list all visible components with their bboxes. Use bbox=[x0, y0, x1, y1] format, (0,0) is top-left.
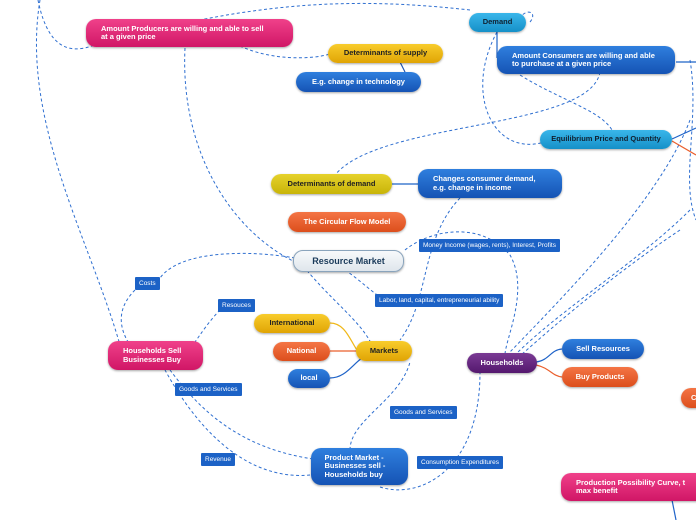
connector-line bbox=[36, 0, 121, 346]
international-node[interactable]: International bbox=[254, 314, 330, 333]
markets-text: Markets bbox=[369, 345, 399, 355]
goods-services-label-2: Goods and Services bbox=[390, 406, 457, 419]
cut-off-orange-text: C bbox=[691, 392, 696, 402]
amount-consumers-text: Amount Consumers are willing and able to… bbox=[512, 50, 655, 68]
demand-node[interactable]: Demand bbox=[469, 13, 526, 32]
connector-line bbox=[299, 261, 373, 346]
determinants-supply-node[interactable]: Determinants of supply bbox=[328, 44, 443, 63]
connector-line bbox=[329, 322, 358, 351]
connector-line bbox=[37, 0, 96, 50]
circular-flow-node[interactable]: The Circular Flow Model bbox=[288, 212, 406, 232]
determinants-demand-node[interactable]: Determinants of demand bbox=[271, 174, 392, 194]
connector-line bbox=[671, 499, 677, 520]
connector-line bbox=[514, 209, 691, 356]
connector-line bbox=[482, 31, 561, 145]
amount-producers-text: Amount Producers are willing and able to… bbox=[101, 23, 264, 41]
connector-line bbox=[334, 71, 601, 176]
national-text: National bbox=[286, 346, 317, 356]
connector-line bbox=[519, 229, 681, 357]
connector-line bbox=[239, 45, 331, 59]
buy-products-text: Buy Products bbox=[575, 371, 625, 381]
connector-line bbox=[404, 231, 519, 356]
resource-market-text: Resource Market bbox=[312, 255, 385, 266]
connector-line bbox=[689, 59, 696, 221]
connector-line bbox=[194, 309, 221, 343]
ppc-node[interactable]: Production Possibility Curve, t max bene… bbox=[561, 473, 696, 501]
connector-line bbox=[399, 197, 461, 341]
connector-line bbox=[514, 11, 534, 31]
changes-consumer-demand-text: Changes consumer demand, e.g. change in … bbox=[433, 174, 536, 192]
connector-line bbox=[671, 127, 696, 140]
connector-line bbox=[535, 348, 563, 363]
equilibrium-text: Equilibrium Price and Quantity bbox=[551, 134, 661, 144]
amount-consumers-node[interactable]: Amount Consumers are willing and able to… bbox=[497, 46, 675, 74]
connector-line bbox=[349, 361, 411, 451]
amount-producers-node[interactable]: Amount Producers are willing and able to… bbox=[86, 19, 293, 47]
local-text: local bbox=[300, 373, 318, 383]
connector-line bbox=[379, 371, 481, 491]
households-node[interactable]: Households bbox=[467, 353, 537, 373]
connector-line bbox=[399, 61, 406, 73]
cut-off-orange-node[interactable]: C bbox=[681, 388, 696, 408]
markets-node[interactable]: Markets bbox=[356, 341, 412, 361]
households-sell-node[interactable]: Households Sell Businesses Buy bbox=[108, 341, 203, 370]
costs-label: Costs bbox=[135, 277, 160, 290]
connector-line bbox=[120, 289, 136, 346]
connector-line bbox=[199, 2, 471, 21]
connector-line bbox=[535, 364, 563, 378]
circular-flow-text: The Circular Flow Model bbox=[303, 216, 391, 226]
connector-line bbox=[184, 47, 296, 263]
equilibrium-node[interactable]: Equilibrium Price and Quantity bbox=[540, 130, 672, 149]
changes-consumer-demand-node[interactable]: Changes consumer demand, e.g. change in … bbox=[418, 169, 562, 198]
connector-line bbox=[329, 357, 363, 379]
local-node[interactable]: local bbox=[288, 369, 330, 388]
connector-line bbox=[159, 252, 296, 279]
households-text: Households bbox=[480, 357, 524, 367]
determinants-supply-text: Determinants of supply bbox=[343, 48, 428, 58]
goods-services-label: Goods and Services bbox=[175, 383, 242, 396]
resouces-label: Resouces bbox=[218, 299, 255, 312]
consumption-label: Consumption Expenditures bbox=[417, 456, 504, 469]
money-income-label: Money Income (wages, rents), Interest, P… bbox=[419, 239, 560, 252]
resource-market-node[interactable]: Resource Market bbox=[293, 250, 404, 272]
sell-resources-node[interactable]: Sell Resources bbox=[562, 339, 644, 359]
eg-technology-text: E.g. change in technology bbox=[312, 76, 405, 86]
connector-line bbox=[509, 119, 691, 353]
determinants-demand-text: Determinants of demand bbox=[287, 178, 376, 188]
connector-line bbox=[164, 369, 311, 476]
national-node[interactable]: National bbox=[273, 342, 330, 361]
product-market-text: Product Market -Businesses sell -Househo… bbox=[324, 452, 386, 479]
ppc-text: Production Possibility Curve, t max bene… bbox=[576, 477, 686, 495]
connector-line bbox=[519, 74, 613, 131]
labor-label: Labor, land, capital, entrepreneurial ab… bbox=[375, 294, 504, 307]
international-text: International bbox=[269, 318, 315, 328]
eg-technology-node[interactable]: E.g. change in technology bbox=[296, 72, 421, 92]
connector-line bbox=[671, 140, 696, 156]
buy-products-node[interactable]: Buy Products bbox=[562, 367, 638, 387]
revenue-label: Revenue bbox=[201, 453, 236, 466]
households-sell-text: Households Sell Businesses Buy bbox=[123, 346, 182, 364]
sell-resources-text: Sell Resources bbox=[576, 343, 630, 353]
product-market-node[interactable]: Product Market -Businesses sell -Househo… bbox=[311, 448, 408, 485]
demand-text: Demand bbox=[482, 17, 513, 27]
